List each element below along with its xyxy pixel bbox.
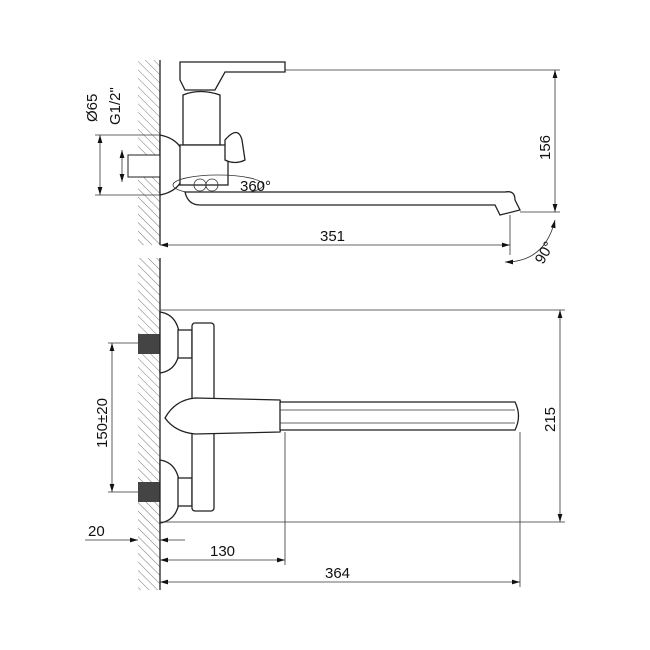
- handle: [179, 61, 286, 91]
- label-spout-angle: 90°: [532, 239, 558, 267]
- label-diameter: Ø65: [84, 94, 101, 122]
- escutcheon-upper: [159, 311, 181, 374]
- label-body-depth: 130: [210, 543, 235, 560]
- faucet-top-view: [127, 61, 521, 216]
- label-inlet-spacing: 150±20: [94, 398, 111, 448]
- dimensions-front: [85, 309, 565, 587]
- diverter-knob: [224, 131, 246, 164]
- escutcheon-lower: [159, 459, 181, 524]
- label-wall-offset: 20: [88, 523, 105, 540]
- wall-bottom: [138, 258, 161, 590]
- inlet-thread-upper: [138, 334, 160, 354]
- lever: [164, 397, 284, 435]
- label-height-front: 215: [542, 407, 559, 432]
- label-spout-length: 351: [320, 228, 345, 245]
- label-total-length: 364: [325, 565, 350, 582]
- faucet-front-view: [138, 311, 520, 524]
- wall-top: [138, 60, 161, 245]
- label-height-top: 156: [537, 135, 554, 160]
- inlet-thread: [127, 154, 161, 178]
- label-rotation: 360°: [240, 178, 271, 195]
- dimensions-top: [95, 69, 560, 265]
- cartridge-body: [182, 90, 221, 146]
- label-thread: G1/2": [107, 87, 124, 125]
- inlet-thread-lower: [138, 482, 160, 502]
- body-nut: [179, 144, 229, 186]
- spout: [184, 191, 521, 216]
- spout-front: [279, 401, 520, 431]
